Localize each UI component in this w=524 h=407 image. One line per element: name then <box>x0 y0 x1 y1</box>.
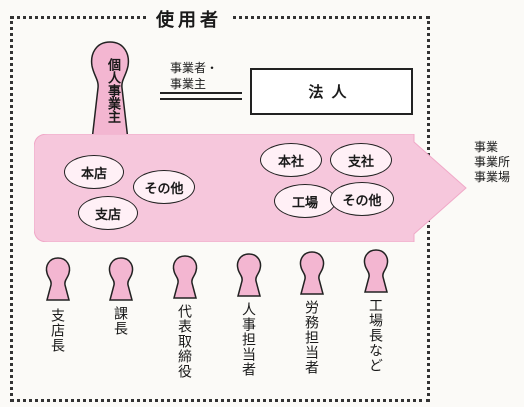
oval-shiten: 支店 <box>78 196 138 230</box>
person-label-kacho: 課長 <box>112 306 128 336</box>
oval-shisha: 支社 <box>330 143 392 177</box>
individual-owner-label: 個人事業主 <box>105 58 120 123</box>
person-icon-4 <box>235 252 263 298</box>
person-icon-1 <box>44 256 72 302</box>
oval-honsha: 本社 <box>260 143 322 177</box>
business-side-labels: 事業 事業所 事業場 <box>474 140 511 184</box>
oval-honten: 本店 <box>64 155 124 189</box>
person-label-jinji-tantousha: 人事担当者 <box>240 302 256 377</box>
oval-sonota-right: その他 <box>330 182 394 216</box>
person-icon-3 <box>171 254 199 300</box>
person-icon-5 <box>298 250 326 296</box>
person-label-koujouchou-nado: 工場長など <box>367 298 383 373</box>
person-label-shitencho: 支店長 <box>49 308 65 353</box>
person-icon-2 <box>107 256 135 302</box>
equal-line-top <box>160 92 242 94</box>
person-label-roumu-tantousha: 労務担当者 <box>303 300 319 375</box>
person-icon-6 <box>362 248 390 294</box>
equal-line-bottom <box>160 98 242 100</box>
oval-koujou: 工場 <box>274 184 336 218</box>
business-owner-label: 事業者・ 事業主 <box>170 61 219 91</box>
oval-sonota-left: その他 <box>133 170 195 204</box>
diagram-title: 使用者 <box>148 6 230 32</box>
corporation-box: 法人 <box>250 68 413 115</box>
person-label-daihyo-torishimariyaku: 代表取締役 <box>176 304 192 379</box>
